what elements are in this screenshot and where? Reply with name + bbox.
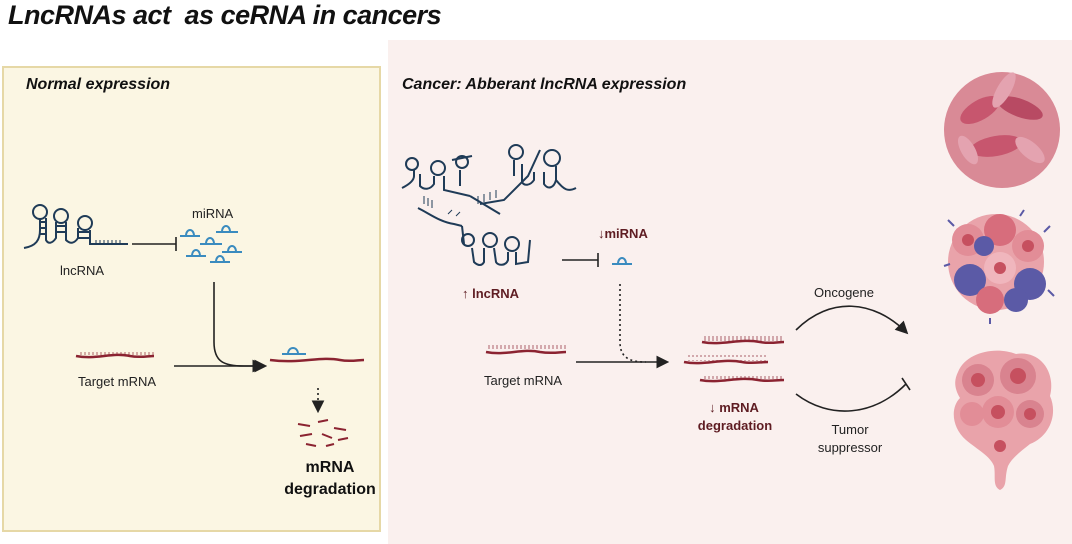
- cancer-binding-arrow: [619, 284, 647, 363]
- cancer-target-mrna-icon: [485, 349, 567, 355]
- tumor-suppressor-line2: suppressor: [817, 440, 883, 455]
- tumor-suppressor-inhibition: [795, 377, 911, 412]
- cancer-mirna-label: ↓miRNA: [598, 226, 648, 241]
- cancer-outcome-line1: ↓ mRNA: [709, 400, 759, 415]
- cancer-mirna-icon: [612, 257, 632, 265]
- normal-panel-heading: Normal expression: [26, 76, 171, 93]
- normal-lncrna-icon: [23, 204, 128, 249]
- normal-mirna-cluster-icon: [180, 225, 242, 263]
- tumor-suppressor-line1: Tumor: [831, 422, 869, 437]
- oncogene-arrow: [795, 305, 909, 335]
- normal-expression-panel: [2, 66, 381, 532]
- normal-binding-arrow: [213, 282, 268, 373]
- normal-target-mrna-label: Target mRNA: [78, 374, 157, 389]
- cancer-panel-heading: Cancer: Abberant lncRNA expression: [402, 76, 687, 93]
- cancer-lncrna-label: ↑ lncRNA: [462, 286, 520, 301]
- normal-mirna-label: miRNA: [192, 206, 234, 221]
- normal-tissue-cells-icon: [944, 72, 1060, 188]
- oncogene-label: Oncogene: [814, 285, 874, 300]
- cancer-lncrna-cluster-icon: [401, 144, 577, 266]
- normal-lncrna-label: lncRNA: [60, 263, 105, 278]
- normal-degraded-fragments-icon: [297, 419, 349, 447]
- normal-outcome-line2: degradation: [284, 481, 376, 498]
- tumor-cell-cluster-icon: [943, 209, 1055, 324]
- normal-bound-complex-icon: [269, 347, 365, 363]
- normal-target-mrna-icon: [75, 353, 155, 359]
- cancer-inhibition-arrow: [562, 253, 599, 267]
- figure-title: LncRNAs act as ceRNA in cancers: [8, 0, 442, 30]
- cancer-target-mrna-label: Target mRNA: [484, 373, 563, 388]
- normal-outcome-line1: mRNA: [305, 459, 355, 476]
- metastatic-cell-cluster-icon: [953, 350, 1054, 490]
- normal-inhibition-arrow: [132, 237, 177, 251]
- cancer-outcome-line2: degradation: [697, 418, 773, 433]
- cancer-accumulated-mrna-icon: [683, 339, 785, 383]
